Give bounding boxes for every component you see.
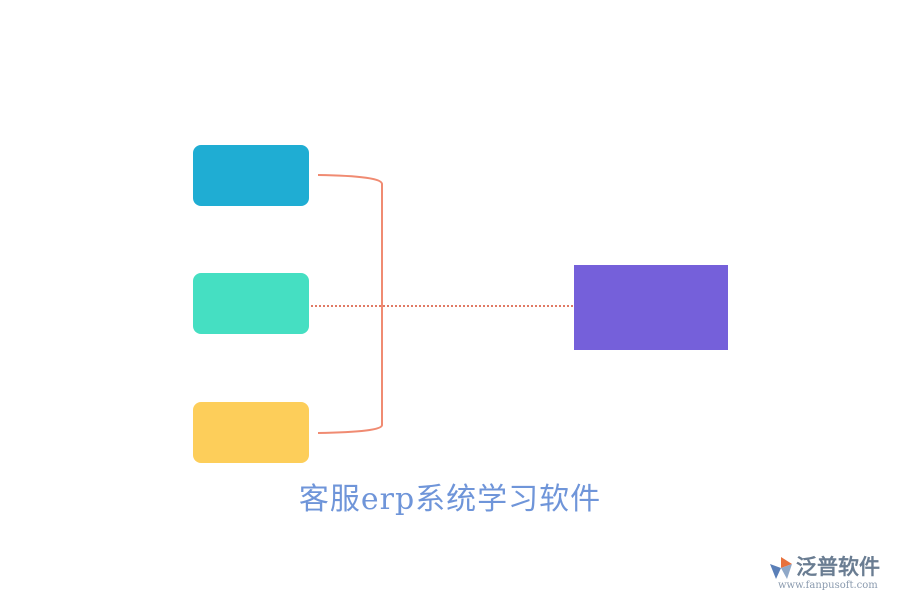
- diagram-node-middle: [193, 273, 309, 334]
- diagram-node-target: [574, 265, 728, 350]
- fanpu-logo-icon: [770, 557, 792, 579]
- diagram-caption: 客服erp系统学习软件: [298, 482, 602, 517]
- watermark-brand: 泛普软件: [796, 555, 880, 579]
- diagram-node-top: [193, 145, 309, 206]
- bracket-connector: [317, 174, 383, 434]
- watermark: 泛普软件 www.fanpusoft.com: [768, 553, 893, 593]
- watermark-url: www.fanpusoft.com: [778, 580, 878, 591]
- diagram-node-bottom: [193, 402, 309, 463]
